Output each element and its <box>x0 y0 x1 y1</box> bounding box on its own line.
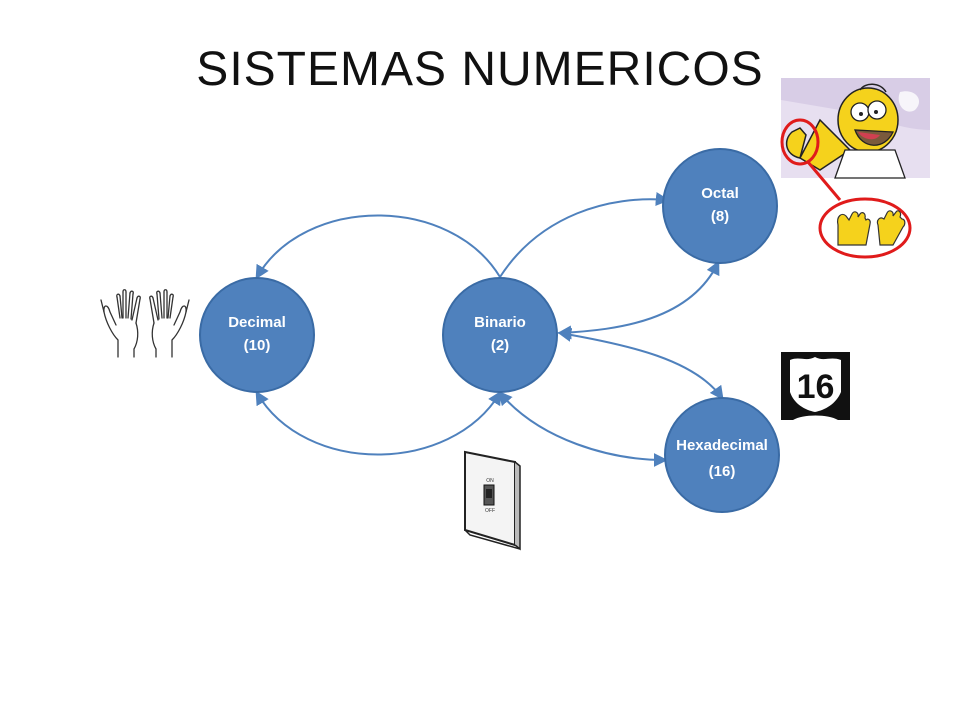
left-hand-icon <box>100 289 141 358</box>
node-octal-name: Octal <box>701 185 739 202</box>
node-octal-base: (8) <box>711 208 729 225</box>
slide-title: SISTEMAS NUMERICOS <box>196 43 764 96</box>
node-octal: Octal (8) <box>662 148 778 264</box>
node-binario-base: (2) <box>491 337 509 354</box>
arrow-octal-to-binario <box>557 260 720 340</box>
route-shield-sign: 16 <box>781 352 850 420</box>
route-sign-number: 16 <box>797 368 835 406</box>
node-decimal: Decimal (10) <box>199 277 315 393</box>
callout-connector-line <box>806 161 842 201</box>
right-hand-icon <box>149 289 190 358</box>
four-finger-hands-icon <box>837 210 906 246</box>
arrow-binario-to-decimal-bottom <box>255 390 502 456</box>
switch-on-label: ON <box>486 478 494 484</box>
node-hexadecimal: Hexadecimal (16) <box>664 397 780 513</box>
node-hexadecimal-name: Hexadecimal <box>676 437 768 454</box>
node-decimal-name: Decimal <box>228 314 286 331</box>
arrow-binario-to-hexadecimal <box>557 327 724 401</box>
callout-circle-small <box>780 118 820 166</box>
arrow-binario-to-octal <box>499 192 670 278</box>
switch-off-label: OFF <box>485 508 495 514</box>
light-switch-illustration: ON OFF <box>450 443 535 563</box>
node-decimal-base: (10) <box>244 337 271 354</box>
node-hexadecimal-base: (16) <box>709 463 736 480</box>
arrow-binario-to-decimal-top <box>255 214 501 280</box>
arrow-binario-to-hexadecimal-bottom <box>498 390 668 467</box>
hands-illustration <box>100 289 190 358</box>
homer-four-fingers-illustration <box>781 78 930 179</box>
node-binario-name: Binario <box>474 314 526 331</box>
node-binario: Binario (2) <box>442 277 558 393</box>
